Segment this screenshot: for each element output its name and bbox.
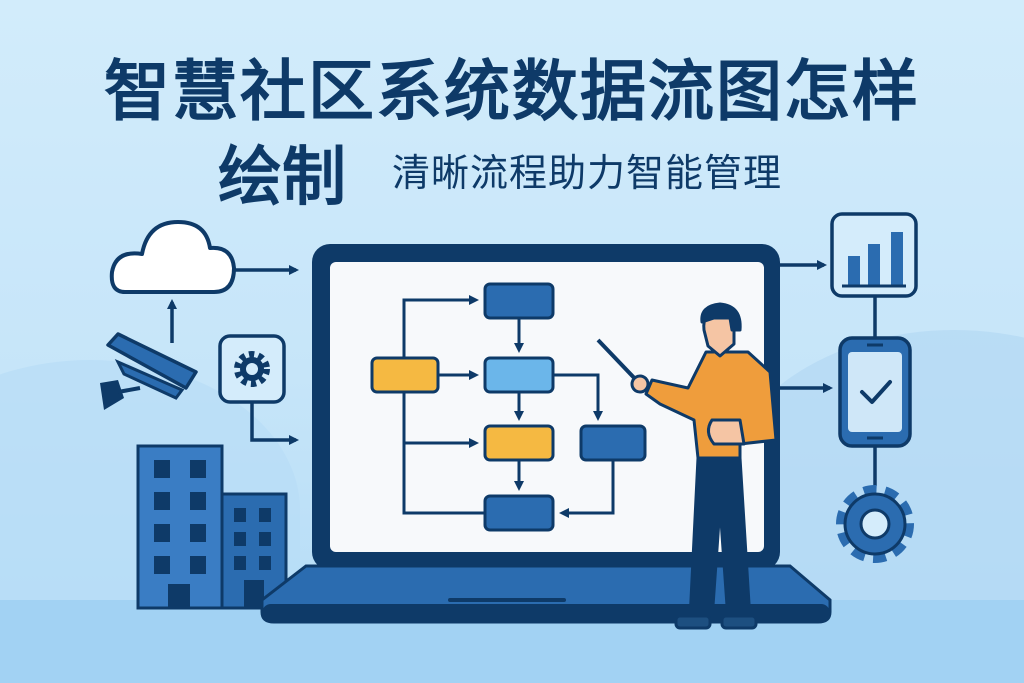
flow-node-left — [370, 356, 440, 394]
laptop — [260, 244, 832, 624]
cloud-icon — [109, 220, 236, 294]
arrow-gear-to-laptop — [250, 402, 299, 445]
flowchart — [370, 282, 647, 532]
flow-node-lower-middle — [483, 424, 555, 462]
page-title-line1: 智慧社区系统数据流图怎样 — [104, 53, 920, 130]
page-subtitle: 清晰流程助力智能管理 — [392, 151, 783, 195]
gear-box-icon — [218, 334, 286, 404]
bar-chart-icon — [830, 212, 918, 298]
flow-node-middle — [483, 356, 555, 394]
page-title-line2: 绘制 — [218, 141, 346, 215]
flow-node-top — [483, 282, 555, 320]
flow-node-bottom — [483, 494, 555, 532]
security-camera-icon — [100, 332, 198, 410]
smartphone-check-icon — [838, 336, 912, 448]
presenter-person — [596, 302, 778, 630]
pointer-stick — [596, 338, 642, 386]
gear-icon — [836, 485, 914, 563]
apartment-buildings-icon — [136, 444, 288, 610]
flow-node-right — [579, 424, 647, 462]
